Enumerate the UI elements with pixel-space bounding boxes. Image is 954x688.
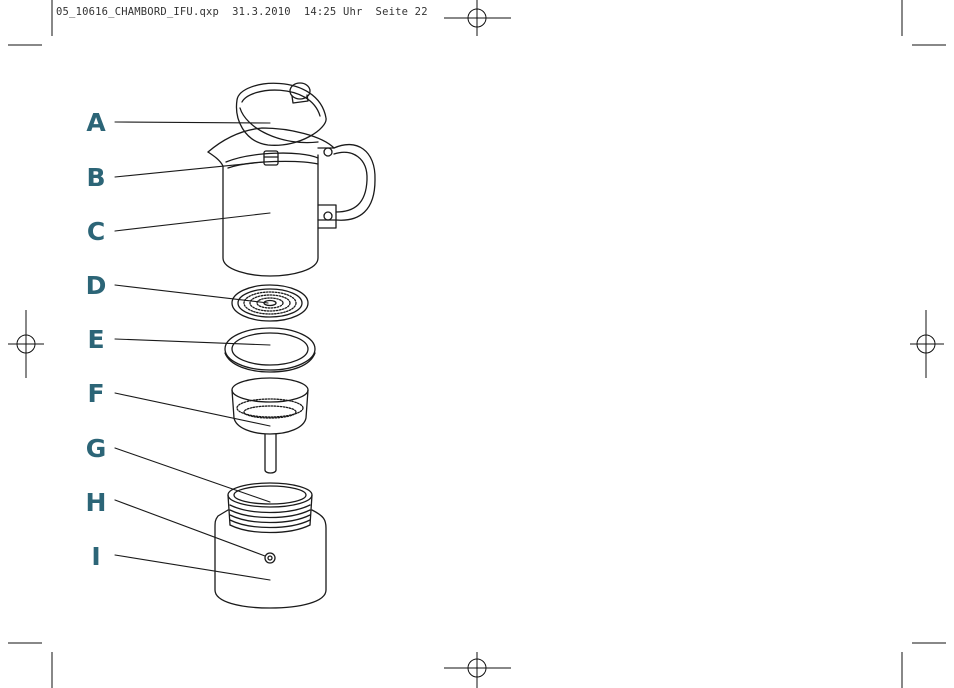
water-tank-part bbox=[214, 482, 327, 609]
carafe-part bbox=[207, 127, 376, 277]
registration-marks bbox=[8, 0, 944, 688]
label-d: D bbox=[85, 271, 107, 300]
print-slug: 05_10616_CHAMBORD_IFU.qxp 31.3.2010 14:2… bbox=[56, 6, 428, 18]
filter-disc-part bbox=[231, 284, 309, 322]
label-g: G bbox=[85, 434, 107, 463]
seal-ring-part bbox=[224, 327, 316, 373]
label-a: A bbox=[86, 108, 106, 137]
crop-marks bbox=[8, 0, 946, 688]
leader-lines bbox=[114, 121, 271, 581]
label-i: I bbox=[91, 542, 101, 571]
funnel-part bbox=[231, 377, 309, 474]
label-f: F bbox=[87, 379, 105, 408]
label-e: E bbox=[87, 325, 105, 354]
label-c: C bbox=[86, 217, 106, 246]
lid-part bbox=[235, 82, 327, 146]
label-b: B bbox=[86, 163, 106, 192]
label-h: H bbox=[85, 488, 107, 517]
